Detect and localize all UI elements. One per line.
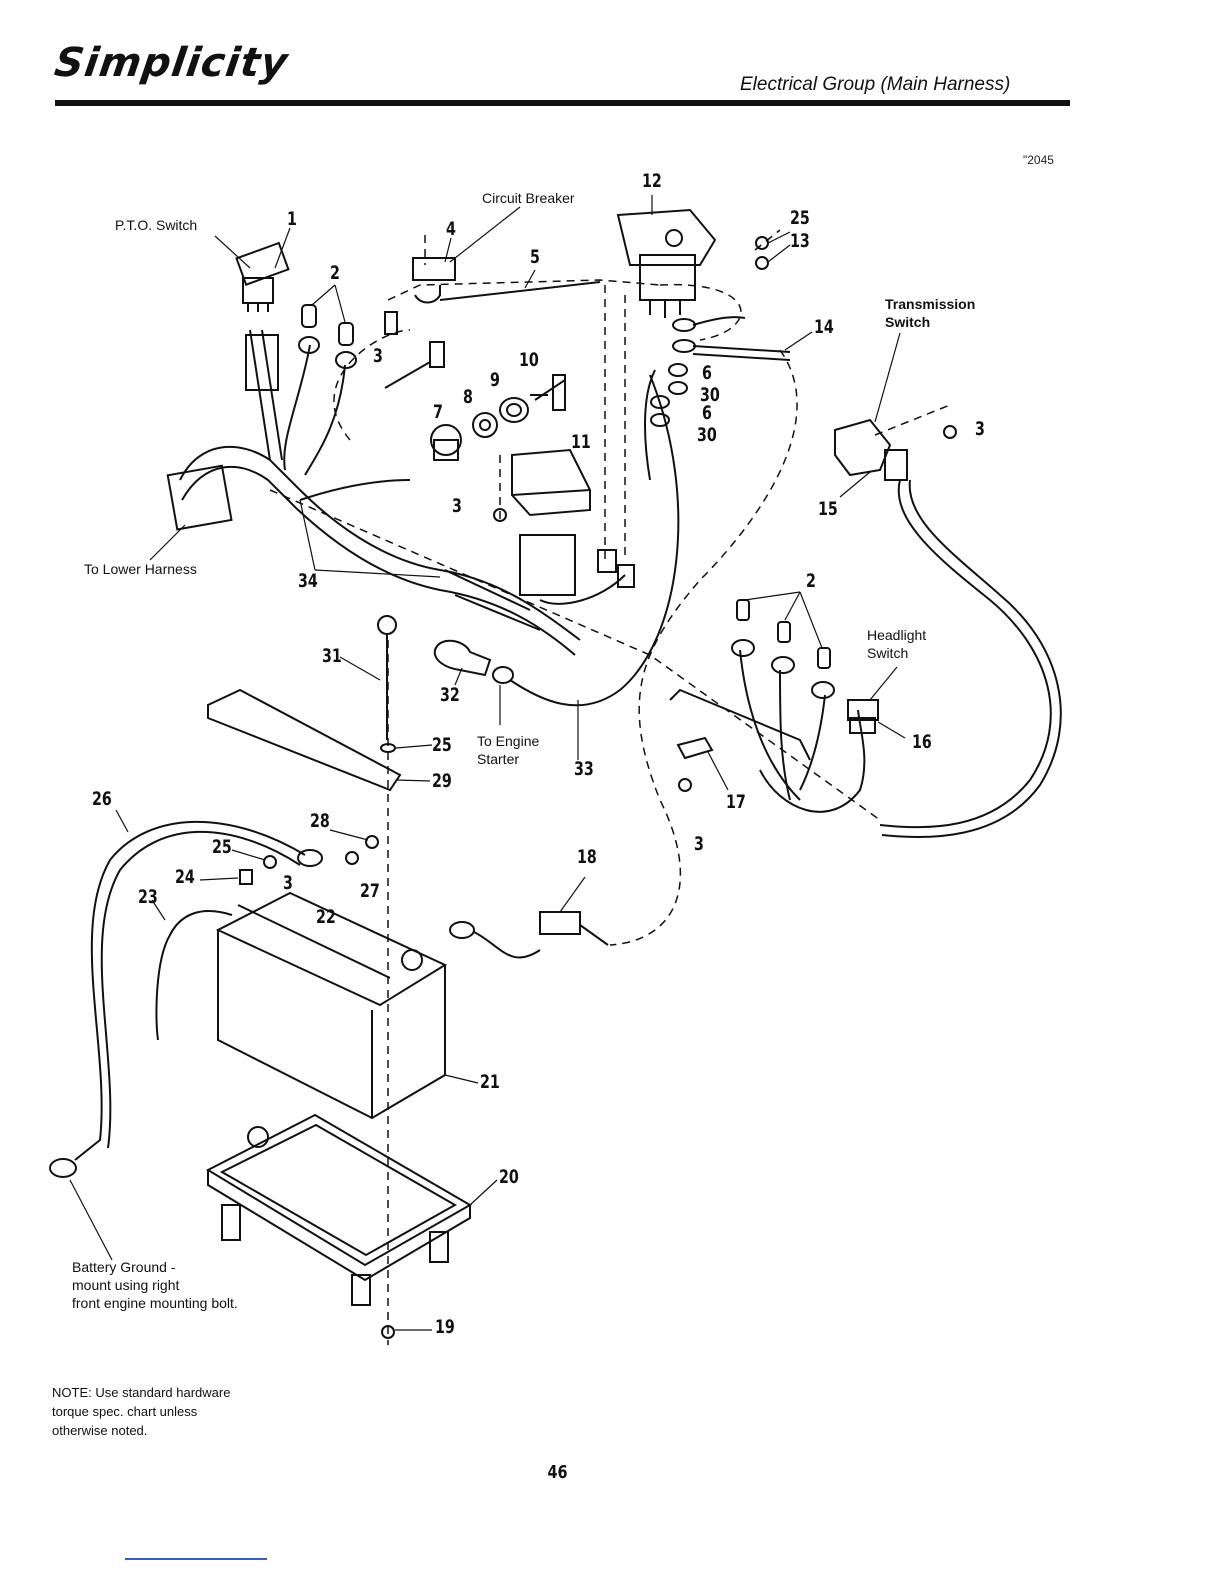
callout-33: 33: [574, 758, 594, 780]
callout-2: 2: [806, 570, 816, 592]
callout-32: 32: [440, 684, 460, 706]
circuit-breaker-part: [384, 257, 601, 335]
callout-25: 25: [212, 836, 232, 858]
callout-22: 22: [316, 906, 336, 928]
label-to-lower-harness: To Lower Harness: [84, 561, 197, 577]
callout-34: 34: [298, 570, 318, 592]
callout-1: 1: [287, 208, 297, 230]
clip-part: [676, 736, 714, 760]
figure-reference: "2045: [1023, 153, 1054, 167]
label-line: front engine mounting bolt.: [72, 1295, 238, 1311]
callout-14: 14: [814, 316, 834, 338]
label-line: Headlight: [867, 627, 927, 643]
module-11-part: [511, 448, 591, 517]
transmission-switch-part: [834, 418, 1062, 839]
cable-14-part: [672, 316, 791, 361]
callout-27: 27: [360, 880, 380, 902]
label-headlight-switch: Headlight Switch: [867, 626, 926, 662]
callout-24: 24: [175, 866, 195, 888]
callout-26: 26: [92, 788, 112, 810]
boot-part: [433, 639, 492, 677]
callout-3: 3: [694, 833, 704, 855]
callout-28: 28: [310, 810, 330, 832]
callout-23: 23: [138, 886, 158, 908]
callout-11: 11: [571, 431, 591, 453]
headlight-switch-part: [847, 699, 879, 721]
callout-20: 20: [499, 1166, 519, 1188]
callout-4: 4: [446, 218, 456, 240]
callout-25: 25: [790, 207, 810, 229]
callout-31: 31: [322, 645, 342, 667]
label-line: Battery Ground -: [72, 1259, 176, 1275]
section-title: Electrical Group (Main Harness): [740, 74, 1011, 95]
callout-21: 21: [480, 1071, 500, 1093]
note-line: otherwise noted.: [52, 1423, 148, 1438]
label-line: To Engine: [477, 733, 540, 749]
label-line: Transmission: [885, 296, 976, 312]
callout-2: 2: [330, 262, 340, 284]
label-pto-switch: P.T.O. Switch: [115, 217, 198, 233]
callout-19: 19: [435, 1316, 455, 1338]
label-line: mount using right: [72, 1277, 180, 1293]
cable-18-part: [449, 911, 609, 959]
callout-12: 12: [642, 170, 662, 192]
callout-6: 6: [702, 362, 712, 384]
assembly-dashed-lines: [269, 229, 951, 1345]
page-number: 46: [547, 1462, 568, 1483]
callout-10: 10: [519, 349, 539, 371]
torque-note: NOTE: Use standard hardware torque spec.…: [52, 1383, 292, 1440]
label-battery-ground: Battery Ground - mount using right front…: [72, 1258, 238, 1312]
callout-30: 30: [697, 424, 717, 446]
callout-25: 25: [432, 734, 452, 756]
callout-18: 18: [577, 846, 597, 868]
label-line: Switch: [885, 314, 931, 330]
note-line: NOTE: Use standard hardware: [52, 1385, 231, 1400]
ground-cable-part: [74, 820, 306, 1161]
callout-16: 16: [912, 731, 932, 753]
terminal-lead-part: [384, 361, 431, 389]
leader-lines: [69, 195, 906, 1331]
note-line: torque spec. chart unless: [52, 1404, 198, 1419]
callout-3: 3: [452, 495, 462, 517]
callout-8: 8: [463, 386, 473, 408]
callout-15: 15: [818, 498, 838, 520]
solenoid-part: [616, 208, 717, 318]
battery-tray-part: [205, 1113, 473, 1306]
callout-6: 6: [702, 402, 712, 424]
battery-cable-part: [509, 374, 680, 707]
callout-7: 7: [433, 401, 443, 423]
label-transmission-switch: Transmission Switch: [885, 295, 975, 331]
bottom-link-underline: [125, 1558, 267, 1560]
header-rule: [55, 100, 1070, 106]
battery-part: [155, 891, 448, 1120]
label-line: Switch: [867, 645, 909, 661]
callout-30: 30: [700, 384, 720, 406]
callout-29: 29: [432, 770, 452, 792]
callout-9: 9: [490, 369, 500, 391]
label-circuit-breaker: Circuit Breaker: [482, 190, 575, 206]
main-harness-part: [166, 329, 635, 656]
bulb-connectors-part: [298, 304, 357, 369]
label-line: Starter: [477, 751, 520, 767]
headlight-harness-part: [669, 599, 866, 813]
callout-3: 3: [373, 345, 383, 367]
callout-17: 17: [726, 791, 746, 813]
ignition-switch-part: [430, 374, 566, 461]
hold-down-bar-part: [207, 688, 402, 792]
callout-3: 3: [283, 872, 293, 894]
label-to-engine-starter: To Engine Starter: [477, 732, 539, 768]
callout-3: 3: [975, 418, 985, 440]
pto-switch-part: [235, 241, 290, 312]
callout-5: 5: [530, 246, 540, 268]
callout-13: 13: [790, 230, 810, 252]
